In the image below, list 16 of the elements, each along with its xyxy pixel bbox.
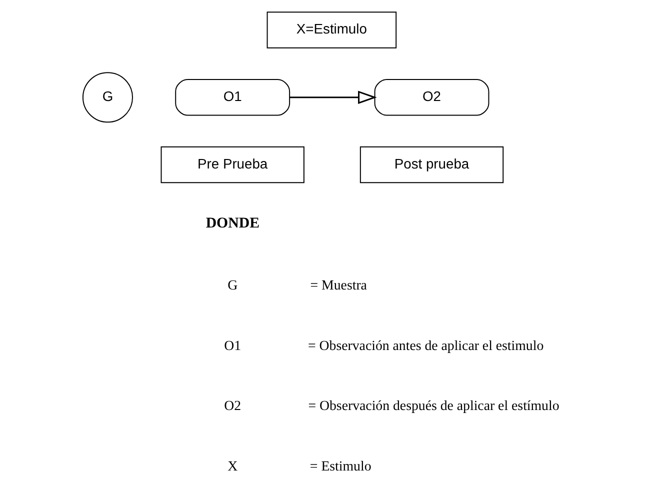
node-box: Pre Prueba <box>160 146 304 184</box>
label: X <box>228 460 238 475</box>
node-box: O1 <box>175 79 290 116</box>
label: = Estimulo <box>310 460 372 475</box>
node-box: X=Estimulo <box>266 12 397 48</box>
label: O2 <box>224 399 242 414</box>
node-box: Post prueba <box>360 146 504 184</box>
arrow <box>290 90 377 104</box>
label: O1 <box>224 338 242 354</box>
node-box: O2 <box>374 79 490 116</box>
label: G <box>228 278 238 294</box>
node-circle: G <box>82 72 133 123</box>
label: = Observación antes de aplicar el estimulo <box>308 338 544 354</box>
label: = Observación después de aplicar el estímulo <box>308 399 560 414</box>
label: = Muestra <box>310 278 367 294</box>
label: DONDE <box>206 216 260 232</box>
